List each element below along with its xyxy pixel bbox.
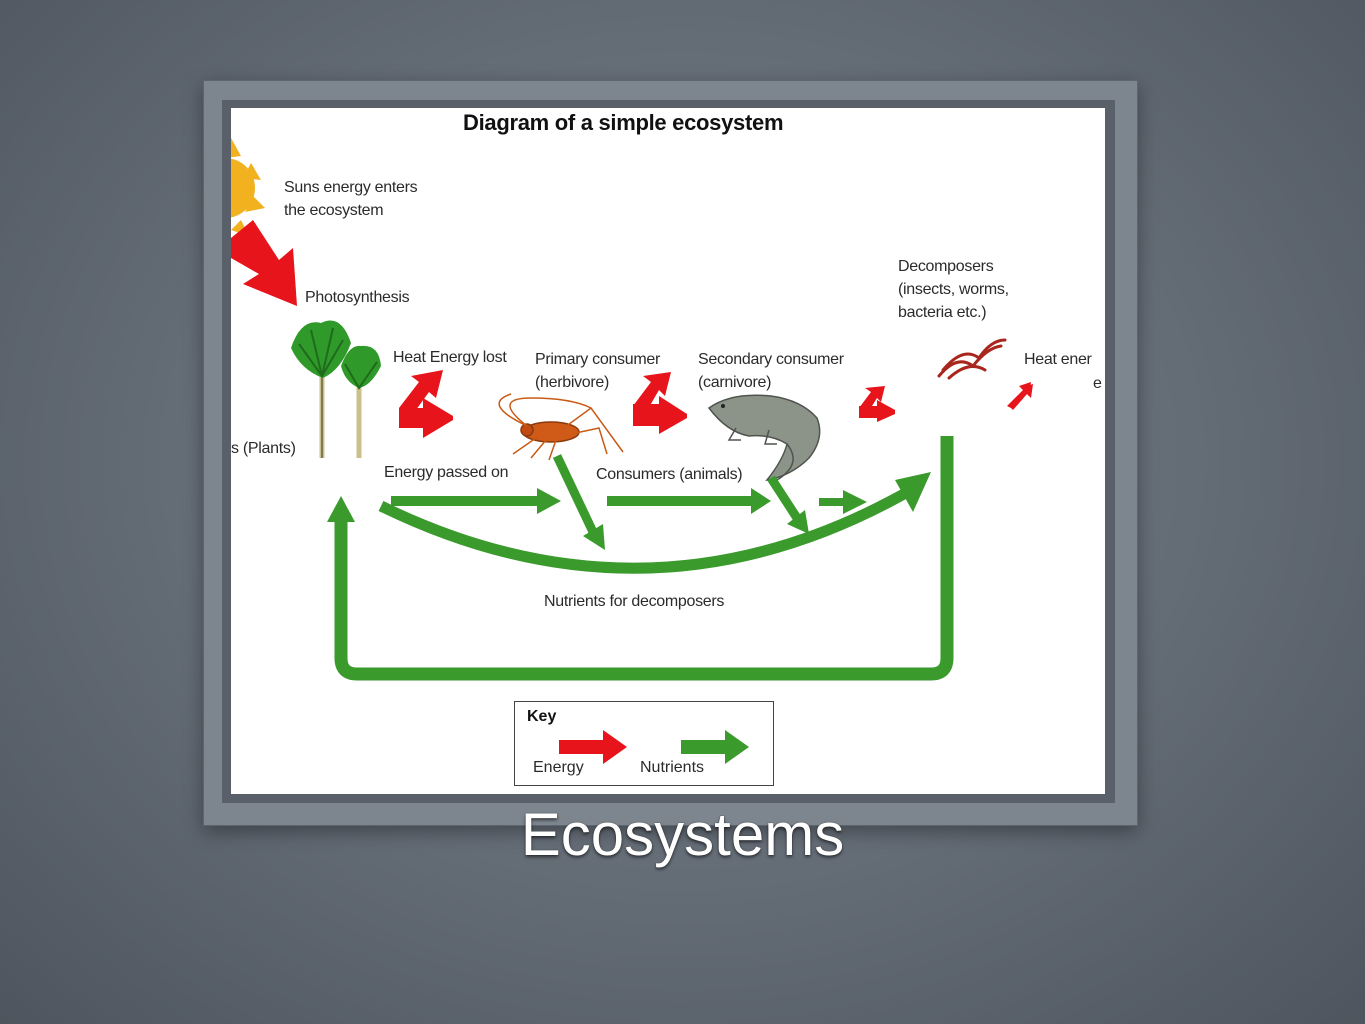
sun-energy-arrow — [231, 220, 297, 306]
plant-icon — [291, 320, 381, 458]
heat-arrow-3 — [859, 386, 895, 422]
consumers-label: Consumers (animals) — [596, 466, 743, 483]
key-arrows — [559, 730, 749, 764]
lizard-icon — [707, 394, 821, 482]
heat-energy-right-label-2: e — [1093, 375, 1102, 392]
sun-icon — [231, 138, 265, 236]
worm-icon — [937, 338, 1007, 380]
diagram-title: Diagram of a simple ecosystem — [463, 110, 784, 135]
key-legend: Key Energy Nutrients — [514, 701, 774, 786]
ecosystem-diagram: Diagram of a simple ecosystem Suns energ… — [231, 108, 1105, 794]
heat-energy-lost-label: Heat Energy lost — [393, 349, 507, 366]
diagram-graphics — [231, 138, 1033, 681]
nutrient-flow — [327, 436, 954, 681]
nutrients-label: Nutrients for decomposers — [544, 593, 725, 610]
producers-label: rs (Plants) — [231, 440, 296, 457]
nutrients-key-arrow — [681, 730, 749, 764]
key-nutrients-label: Nutrients — [640, 759, 705, 776]
heat-energy-right-label: Heat ener — [1024, 351, 1092, 368]
cricket-icon — [498, 393, 624, 461]
slide-title: Ecosystems — [520, 801, 845, 868]
heat-arrow-1 — [399, 370, 453, 438]
sun-energy-label: Suns energy enters the ecosystem — [284, 179, 418, 219]
photosynthesis-label: Photosynthesis — [305, 289, 410, 306]
secondary-consumer-label: Secondary consumer (carnivore) — [698, 351, 844, 391]
energy-key-arrow — [559, 730, 627, 764]
heat-arrow-2 — [633, 372, 687, 434]
decomposers-label: Decomposers (insects, worms, bacteria et… — [898, 258, 1009, 321]
key-energy-label: Energy — [533, 759, 584, 776]
energy-passed-label: Energy passed on — [384, 464, 509, 481]
key-title: Key — [527, 708, 557, 725]
heat-arrow-5 — [1009, 384, 1033, 410]
primary-consumer-label: Primary consumer (herbivore) — [535, 351, 661, 391]
